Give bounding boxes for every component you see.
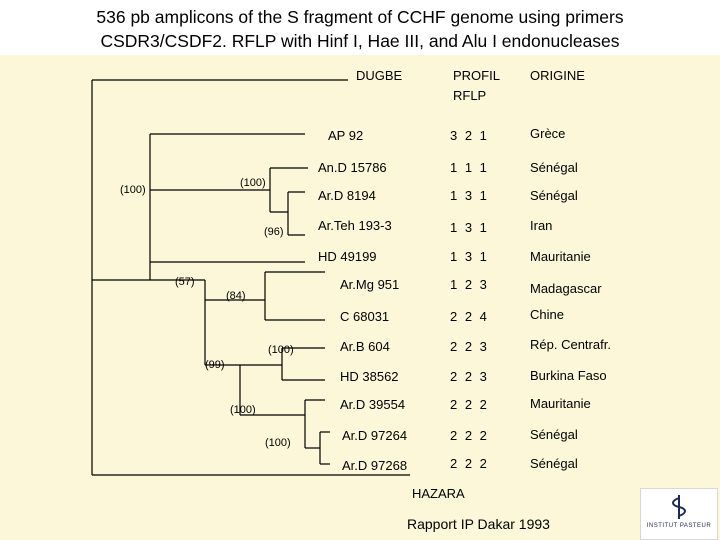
strain-name: An.D 15786 [318, 160, 387, 175]
profile-header-line-2: RFLP [453, 88, 487, 103]
strain-origin: Sénégal [530, 456, 578, 471]
strain-profile: 1 1 1 [450, 160, 489, 175]
strain-origin: Burkina Faso [530, 368, 607, 383]
strain-origin: Iran [530, 218, 553, 233]
strain-profile: 2 2 2 [450, 397, 489, 412]
strain-profile: 2 2 4 [450, 309, 489, 324]
root-strain-label: DUGBE [356, 68, 403, 83]
strain-origin: Grèce [530, 126, 566, 141]
strain-profile: 2 2 2 [450, 428, 489, 443]
strain-profile: 1 3 1 [450, 188, 489, 203]
strain-profile: 2 2 2 [450, 456, 489, 471]
strain-name: Ar.D 97268 [342, 458, 408, 473]
bootstrap-label: (100) [265, 437, 291, 449]
strain-profile: 1 2 3 [450, 277, 489, 292]
bootstrap-label: (99) [205, 359, 225, 371]
strain-origin: Sénégal [530, 188, 578, 203]
bootstrap-label: (96) [264, 226, 284, 238]
strain-origin: Mauritanie [530, 396, 591, 411]
strain-origin: Chine [530, 307, 564, 322]
strain-name: Ar.Teh 193-3 [318, 218, 392, 233]
strain-name: Ar.D 39554 [340, 397, 406, 412]
bootstrap-label: (84) [226, 290, 246, 302]
strain-profile: 3 2 1 [450, 128, 489, 143]
strain-profile: 2 2 3 [450, 369, 489, 384]
title-box: 536 pb amplicons of the S fragment of CC… [0, 0, 720, 55]
bootstrap-label: (100) [240, 177, 266, 189]
strain-name: HD 49199 [318, 249, 377, 264]
source-citation: Rapport IP Dakar 1993 [407, 516, 550, 532]
profile-header: PROFIL RFLP [453, 66, 500, 106]
strain-origin: Mauritanie [530, 249, 591, 264]
strain-name: Ar.B 604 [340, 339, 390, 354]
bootstrap-label: (100) [120, 184, 146, 196]
strain-profile: 1 3 1 [450, 249, 489, 264]
profile-header-line-1: PROFIL [453, 68, 500, 83]
strain-name: HD 38562 [340, 369, 399, 384]
strain-name: Ar.D 8194 [318, 188, 376, 203]
bootstrap-label: (57) [175, 276, 195, 288]
strain-profile: 1 3 1 [450, 220, 489, 235]
outgroup-label: HAZARA [412, 486, 465, 501]
pasteur-emblem-icon [672, 495, 686, 519]
institut-pasteur-logo: INSTITUT PASTEUR [640, 488, 718, 540]
logo-text: INSTITUT PASTEUR [646, 523, 712, 529]
slide-background [0, 55, 720, 540]
strain-origin: Sénégal [530, 160, 578, 175]
strain-origin: Sénégal [530, 427, 578, 442]
strain-name: C 68031 [340, 309, 390, 324]
bootstrap-label: (100) [230, 404, 256, 416]
origin-header: ORIGINE [530, 68, 585, 83]
strain-name: Ar.Mg 951 [340, 277, 400, 292]
title-line-1: 536 pb amplicons of the S fragment of CC… [96, 7, 624, 27]
bootstrap-label: (100) [268, 344, 294, 356]
strain-profile: 2 2 3 [450, 339, 489, 354]
strain-name: Ar.D 97264 [342, 428, 408, 443]
title-line-2: CSDR3/CSDF2. RFLP with Hinf I, Hae III, … [100, 31, 620, 51]
strain-origin: Rép. Centrafr. [530, 337, 611, 352]
strain-name: AP 92 [328, 128, 364, 143]
strain-origin: Madagascar [530, 281, 602, 296]
